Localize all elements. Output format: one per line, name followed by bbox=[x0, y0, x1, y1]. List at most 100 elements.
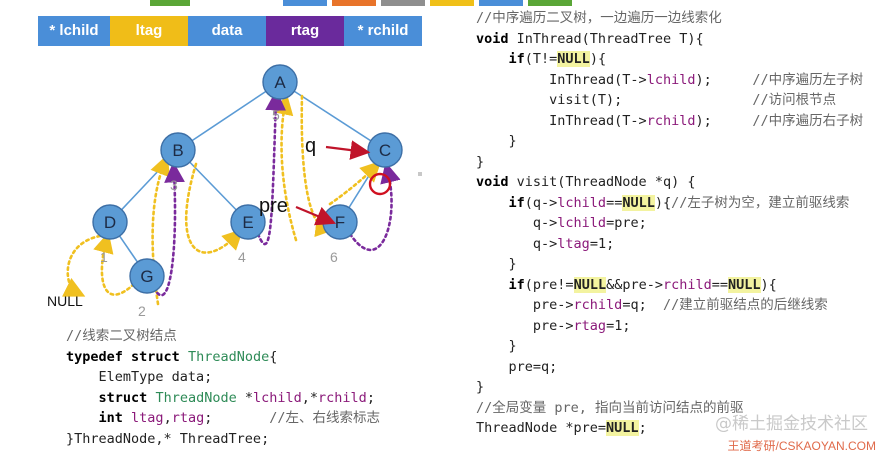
strip-2 bbox=[283, 0, 327, 6]
tag-comment: //左、右线索标志 bbox=[269, 410, 381, 426]
small-marker bbox=[418, 172, 422, 176]
brace-open: { bbox=[269, 348, 278, 365]
global-pre-decl: ThreadNode *pre= bbox=[476, 420, 607, 436]
visit-signature: visit(ThreadNode *q) { bbox=[508, 174, 696, 190]
field-rtag: rtag bbox=[171, 410, 205, 426]
yellow-thread-f-c bbox=[328, 160, 382, 206]
watermark: @稀土掘金技术社区 bbox=[715, 414, 868, 434]
v8-rtag: rtag bbox=[573, 317, 607, 334]
type-threadnode: ThreadNode bbox=[187, 348, 270, 365]
global-semi: ; bbox=[638, 420, 647, 436]
inthread-code-block: //中序遍历二叉树，一边遍历一边线索化 void InThread(Thread… bbox=[476, 8, 863, 439]
v6-close: ){ bbox=[760, 276, 777, 293]
kw-struct-2: struct bbox=[98, 389, 148, 406]
strip-1 bbox=[150, 0, 190, 6]
purple-thread-g-b bbox=[152, 161, 185, 297]
inthread-call-right-a: InThread(T-> bbox=[549, 112, 647, 129]
order-numbers: 1 2 3 4 5 6 bbox=[100, 107, 338, 319]
order-number-3: 3 bbox=[170, 177, 178, 193]
field-ltag: ltag bbox=[131, 410, 164, 426]
node-structure-header: * lchild ltag data rtag * rchild bbox=[38, 16, 422, 46]
label-pre: pre bbox=[259, 195, 288, 217]
node-d-label: D bbox=[104, 213, 116, 232]
kw-struct: struct bbox=[131, 348, 180, 365]
null-2: NULL bbox=[622, 194, 655, 211]
field-lchild: lchild bbox=[252, 389, 302, 406]
null-3: NULL bbox=[573, 276, 607, 293]
inthread-call-rchild: rchild bbox=[646, 112, 696, 129]
purple-thread-f-c bbox=[348, 161, 401, 252]
v7-b: =q; bbox=[622, 297, 647, 313]
struct-code-block: //线索二叉树结点 typedef struct ThreadNode{ Ele… bbox=[66, 326, 380, 449]
if-cond-1: (T!= bbox=[524, 51, 558, 67]
strip-3 bbox=[332, 0, 376, 6]
label-null: NULL bbox=[47, 293, 83, 309]
edge-a-c bbox=[279, 81, 386, 151]
yellow-thread-e bbox=[184, 162, 244, 254]
pre-assign: pre=q; bbox=[508, 358, 558, 375]
node-a bbox=[262, 64, 298, 100]
struct-comment: //线索二叉树结点 bbox=[66, 328, 177, 344]
header-cell-ltag: ltag bbox=[110, 16, 188, 46]
null-5: NULL bbox=[606, 420, 639, 436]
semi-2: ; bbox=[204, 410, 213, 426]
edge-a-b bbox=[177, 81, 281, 151]
v6-a: (pre!= bbox=[524, 276, 574, 293]
v4-ltag: ltag bbox=[557, 235, 590, 252]
node-d bbox=[92, 204, 128, 240]
null-4: NULL bbox=[728, 276, 761, 293]
v8-a: pre-> bbox=[532, 317, 574, 334]
purple-threads bbox=[152, 89, 401, 297]
if-brace-close: } bbox=[508, 133, 517, 149]
v7-rchild: rchild bbox=[573, 297, 623, 313]
node-g-label: G bbox=[140, 267, 153, 286]
comment-left-subtree: //中序遍历左子树 bbox=[752, 71, 864, 88]
arrow-q-to-c bbox=[325, 140, 371, 160]
func-brace-close: } bbox=[476, 153, 485, 170]
v8-b: =1; bbox=[606, 317, 631, 334]
node-b bbox=[160, 132, 196, 168]
kw-if-2: if bbox=[508, 194, 525, 211]
inthread-comment: //中序遍历二叉树，一边遍历一边线索化 bbox=[476, 10, 722, 26]
space-1 bbox=[123, 410, 131, 426]
strip-7 bbox=[528, 0, 572, 6]
v3-b: =pre; bbox=[606, 215, 647, 231]
v4-b: =1; bbox=[589, 235, 615, 252]
strip-6 bbox=[479, 0, 523, 6]
header-cell-lchild: * lchild bbox=[38, 16, 110, 46]
threaded-tree-diagram: A B C D E F G 1 2 3 4 5 6 q pre NULL bbox=[47, 64, 422, 319]
struct-close-line: }ThreadNode,* ThreadTree; bbox=[66, 430, 270, 447]
semi-1: ; bbox=[366, 389, 375, 406]
comment-successor: //建立前驱结点的后继线索 bbox=[662, 297, 828, 313]
comma-1: , bbox=[163, 410, 172, 426]
kw-void-2: void bbox=[476, 174, 509, 190]
order-number-1: 1 bbox=[100, 249, 108, 265]
comment-predecessor: //左子树为空，建立前驱线索 bbox=[671, 194, 850, 211]
inthread-call-right-b: ); bbox=[695, 112, 712, 129]
v3-a: q-> bbox=[532, 215, 558, 231]
null-1: NULL bbox=[557, 51, 590, 67]
inthread-signature: InThread(ThreadTree T){ bbox=[508, 30, 704, 47]
field-rchild: rchild bbox=[318, 389, 367, 406]
v3-lchild: lchild bbox=[557, 215, 607, 231]
visit-call: visit(T); bbox=[549, 92, 623, 108]
v4-a: q-> bbox=[532, 235, 558, 252]
field-data-line: ElemType data; bbox=[98, 369, 213, 385]
node-labels: A B C D E F G bbox=[104, 73, 391, 286]
v-if2-brace-close: } bbox=[508, 338, 517, 354]
strip-4 bbox=[381, 0, 425, 6]
header-cell-rchild: * rchild bbox=[344, 16, 422, 46]
yellow-thread-a bbox=[272, 93, 298, 242]
v2-lchild: lchild bbox=[557, 194, 607, 211]
yellow-thread-g-d bbox=[93, 231, 136, 296]
order-number-4: 4 bbox=[238, 249, 246, 265]
inthread-call-lchild: lchild bbox=[646, 71, 696, 88]
v6-eq: == bbox=[711, 276, 729, 293]
v2-close: ){ bbox=[654, 194, 672, 211]
node-b-label: B bbox=[172, 141, 183, 160]
v2-eq: == bbox=[606, 194, 623, 211]
comment-root: //访问根节点 bbox=[752, 92, 837, 108]
label-q: q bbox=[305, 135, 316, 157]
yellow-threads bbox=[62, 93, 382, 306]
strip-5 bbox=[430, 0, 474, 6]
